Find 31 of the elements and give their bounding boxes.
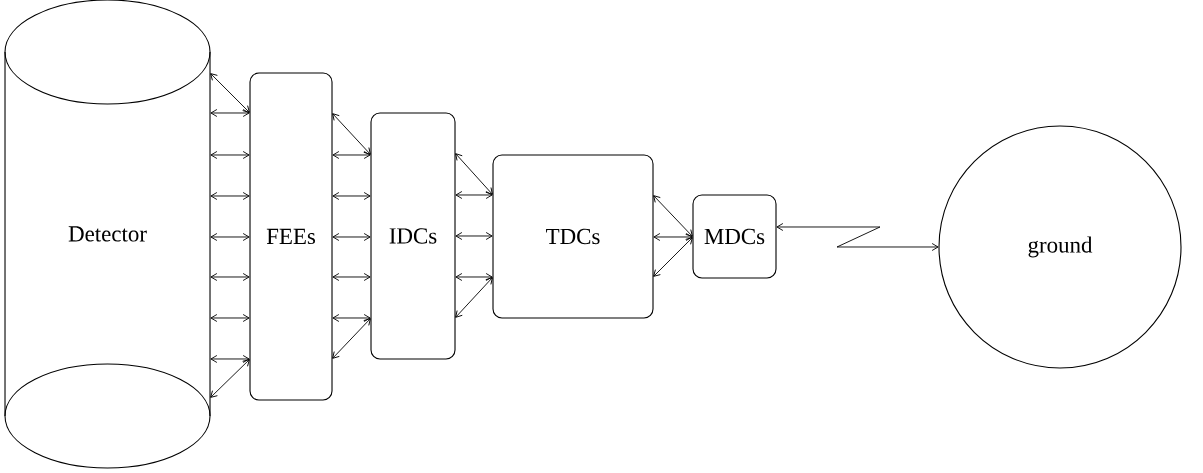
double-arrow xyxy=(332,113,371,155)
double-arrow xyxy=(210,192,250,200)
double-arrow xyxy=(210,359,250,398)
double-arrow xyxy=(455,232,493,240)
double-arrow xyxy=(210,314,250,322)
double-arrow xyxy=(653,233,693,241)
rounded-box: MDCs xyxy=(692,194,777,279)
zigzag-double-arrow xyxy=(776,223,939,251)
cylinder: Detector xyxy=(4,0,211,469)
double-arrow xyxy=(332,233,371,241)
double-arrow xyxy=(653,237,693,277)
double-arrow xyxy=(455,153,493,195)
node-label: Detector xyxy=(68,226,147,242)
double-arrow xyxy=(210,233,250,241)
double-arrow xyxy=(653,195,693,237)
rounded-box: IDCs xyxy=(370,112,456,360)
double-arrow xyxy=(455,191,493,199)
double-arrow xyxy=(332,273,371,281)
double-arrow xyxy=(332,314,371,322)
double-arrow xyxy=(455,273,493,281)
double-arrow xyxy=(210,151,250,159)
double-arrow xyxy=(210,109,250,117)
double-arrow xyxy=(210,355,250,363)
rounded-box: FEEs xyxy=(249,72,333,401)
rounded-box: TDCs xyxy=(492,154,654,319)
double-arrow xyxy=(455,277,493,318)
double-arrow xyxy=(210,273,250,281)
double-arrow xyxy=(332,151,371,159)
double-arrow xyxy=(332,192,371,200)
double-arrow xyxy=(332,318,371,359)
double-arrow xyxy=(210,73,250,113)
